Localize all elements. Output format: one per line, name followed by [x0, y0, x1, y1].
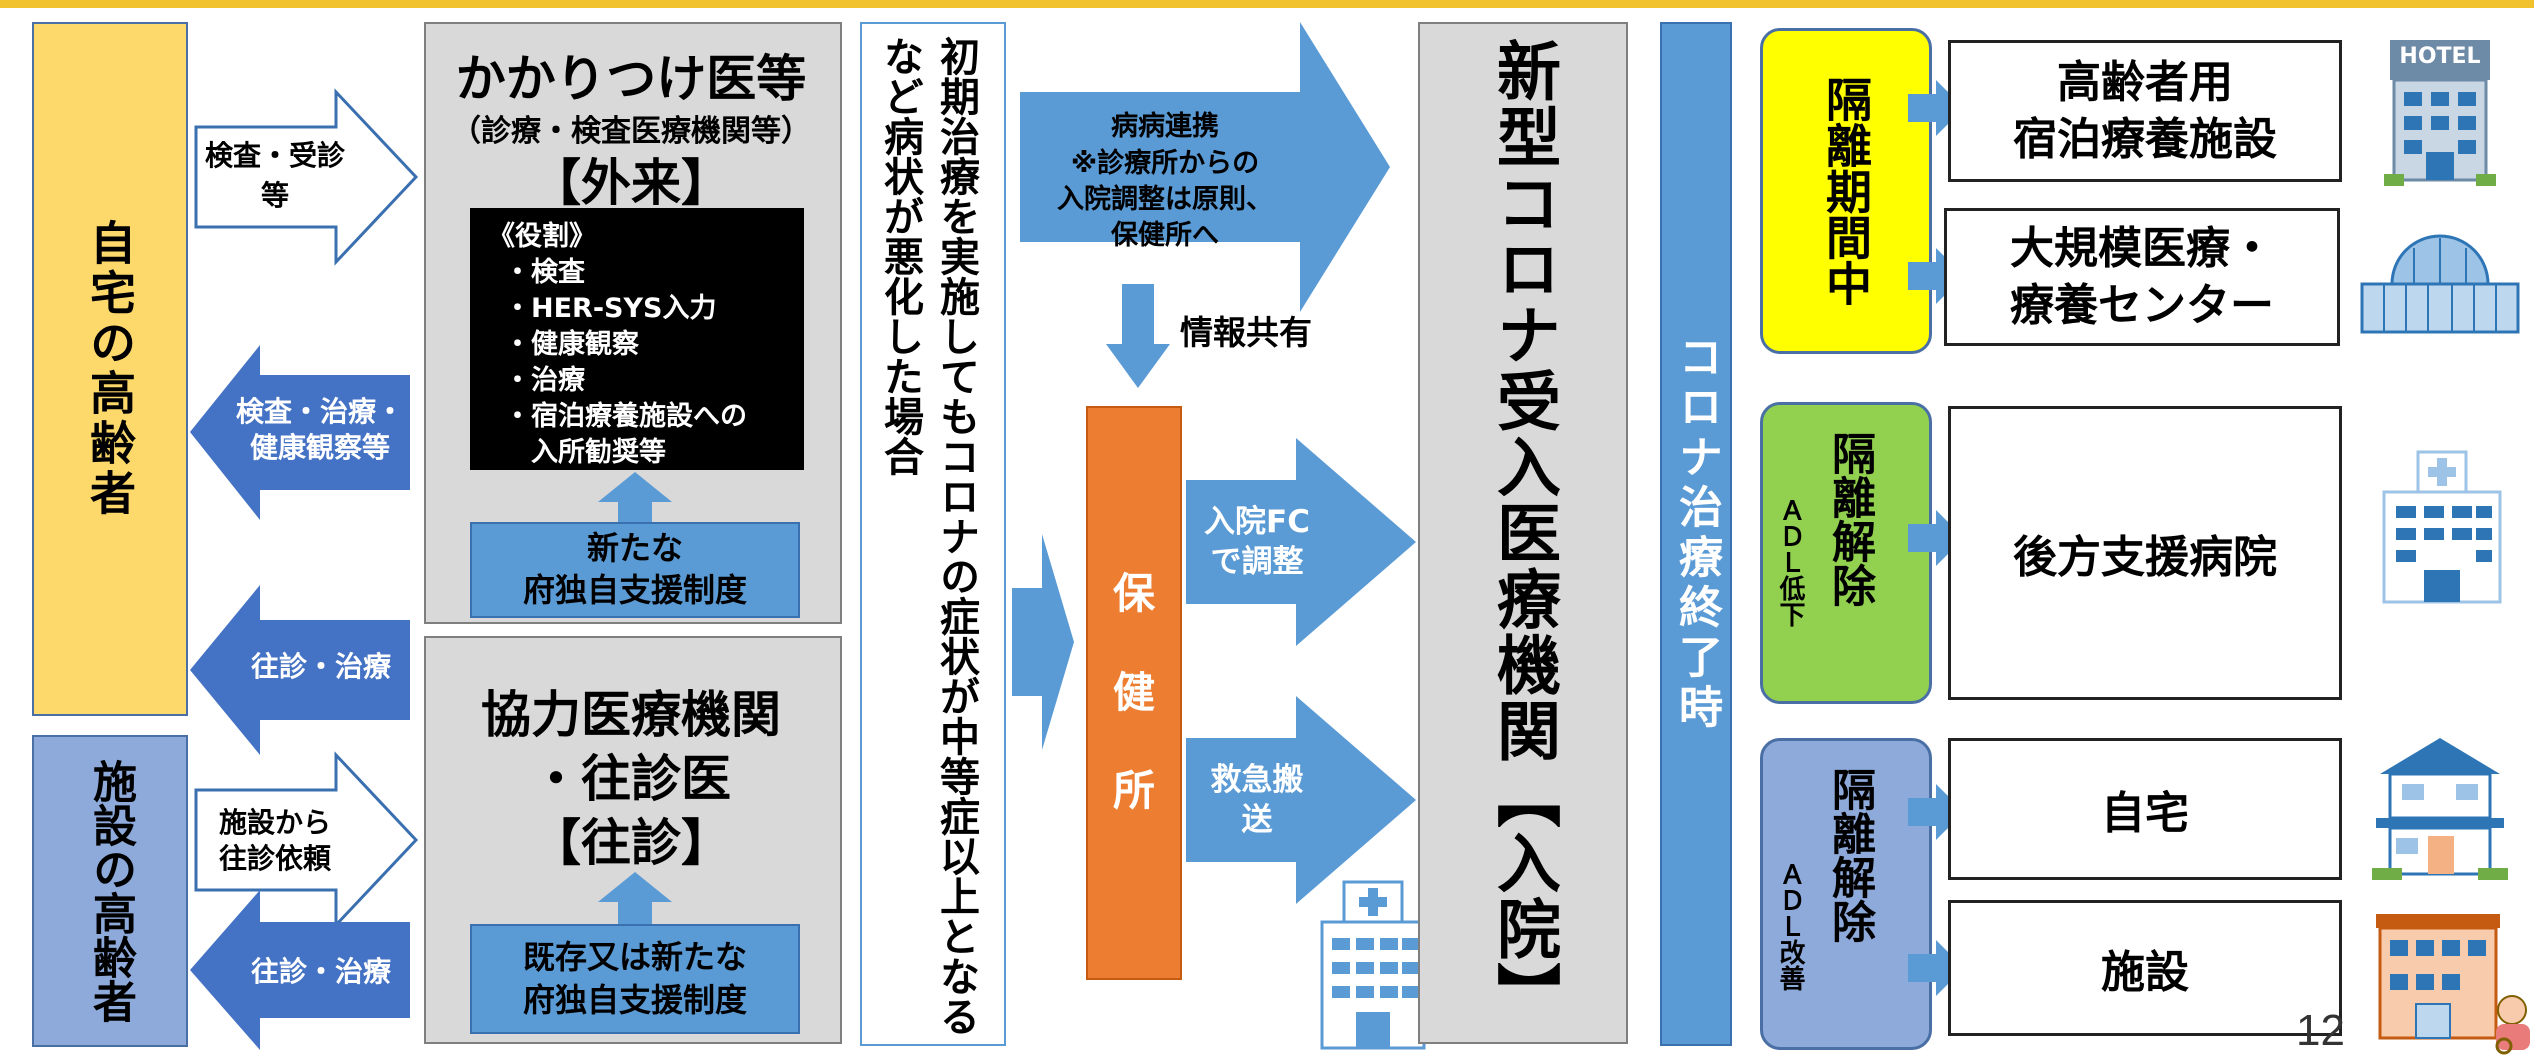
role-item: ・検査	[504, 257, 585, 288]
arrow-visit2-label: 往診・治療	[250, 955, 391, 988]
facility-elderly-box: 施設の高齢者	[32, 735, 188, 1047]
fc-arrow	[1186, 438, 1416, 646]
dest-hotel: 高齢者用 宿泊療養施設	[1948, 40, 2342, 182]
treatment-end-label: コロナ治療終了時	[1671, 334, 1722, 734]
home-elderly-label: 自宅の高齢者	[83, 219, 137, 519]
arrow-treat-label: 検査・治療・ 健康観察等	[235, 394, 404, 464]
corona-hospital-box: 新型コロナ受入医療機関【入院】	[1418, 22, 1628, 1044]
kakaritsuke-title: かかりつけ医等	[455, 50, 807, 108]
support-up-arrow-1	[598, 472, 672, 522]
corona-hospital-label: 新型コロナ受入医療機関【入院】	[1486, 38, 1560, 1028]
isolation-period-box: 隔離期間中	[1760, 28, 1932, 354]
role-item: 入所勧奨等	[504, 437, 666, 468]
kyoryoku-title: 協力医療機関	[481, 686, 781, 744]
kyoryoku-support: 既存又は新たな 府独自支援制度	[470, 924, 800, 1034]
arrow-exam-label: 検査・受診等	[204, 139, 345, 212]
info-share-down-arrow	[1106, 284, 1170, 388]
arrow-visit1-left	[190, 585, 410, 755]
home-elderly-box: 自宅の高齢者	[32, 22, 188, 716]
byobyo-arrow	[1020, 22, 1390, 312]
roles-title: 《役割》	[488, 221, 596, 252]
dest-facility: 施設	[1948, 900, 2342, 1036]
hotel-sign: HOTEL	[2399, 44, 2481, 69]
hospital-icon	[1318, 876, 1428, 1050]
adl-low-label: ＡＤＬ低下	[1775, 497, 1805, 627]
fc-label: 入院FC で調整	[1204, 503, 1310, 580]
condition-box	[860, 22, 1006, 1046]
dest-rear: 後方支援病院	[1948, 406, 2342, 700]
isolation-lift-low-box: 隔離解除 ＡＤＬ低下	[1760, 402, 1932, 704]
arrow-request-label: 施設から 往診依頼	[218, 805, 331, 875]
kakaritsuke-subtitle: （診療・検査医療機関等）	[451, 114, 811, 149]
kyoryoku-line2: ・往診医	[531, 750, 731, 808]
to-hokenjo-arrow	[1012, 534, 1074, 750]
kyukyu-arrow	[1186, 696, 1416, 904]
hokenjo-box: 保 健 所	[1086, 406, 1182, 980]
kyukyu-label: 救急搬 送	[1210, 761, 1304, 838]
kakaritsuke-support: 新たな 府独自支援制度	[470, 522, 800, 618]
isolation-period-label: 隔離期間中	[1819, 76, 1873, 306]
hotel-icon: HOTEL	[2380, 36, 2500, 186]
arrow-request-right	[194, 751, 419, 929]
condition-text: 初期治療を実施してもコロナの症状が中等症以上となるなど病状が悪化した場合	[877, 36, 979, 1036]
kakaritsuke-tag: 【外来】	[531, 154, 731, 212]
byobyo-label: 病病連携 ※診療所からの 入院調整は原則、 保健所へ	[1057, 111, 1273, 252]
care-facility-icon	[2372, 910, 2534, 1055]
role-item: ・HER-SYS入力	[504, 293, 717, 324]
top-border	[0, 0, 2534, 8]
rear-hospital-icon	[2380, 448, 2504, 604]
role-item: ・健康観察	[504, 329, 639, 360]
kyoryoku-tag: 【往診】	[531, 814, 731, 872]
info-share-label: 情報共有	[1180, 313, 1312, 352]
dest-center: 大規模医療・ 療養センター	[1944, 208, 2340, 346]
dome-building-icon	[2358, 224, 2522, 336]
page-number: 12	[2296, 1006, 2345, 1055]
support-up-arrow-2	[598, 872, 672, 924]
house-icon	[2372, 734, 2508, 880]
arrow-exam-right	[194, 88, 419, 266]
roles-box: 《役割》 ・検査 ・HER-SYS入力 ・健康観察 ・治療 ・宿泊療養施設への …	[470, 208, 804, 470]
treatment-end-box: コロナ治療終了時	[1660, 22, 1732, 1046]
isolation-lift-up-label: 隔離解除	[1824, 767, 1875, 943]
isolation-lift-low-label: 隔離解除	[1824, 431, 1875, 607]
adl-up-label: ＡＤＬ改善	[1775, 861, 1805, 991]
arrow-visit1-label: 往診・治療	[250, 650, 391, 683]
dest-home: 自宅	[1948, 738, 2342, 880]
facility-elderly-label: 施設の高齢者	[85, 759, 136, 1023]
role-item: ・治療	[504, 365, 585, 396]
hokenjo-label: 保 健 所	[1112, 568, 1155, 816]
arrow-visit2-left	[190, 890, 410, 1050]
isolation-lift-up-box: 隔離解除 ＡＤＬ改善	[1760, 738, 1932, 1050]
arrow-treat-left	[190, 345, 410, 520]
role-item: ・宿泊療養施設への	[504, 401, 747, 432]
